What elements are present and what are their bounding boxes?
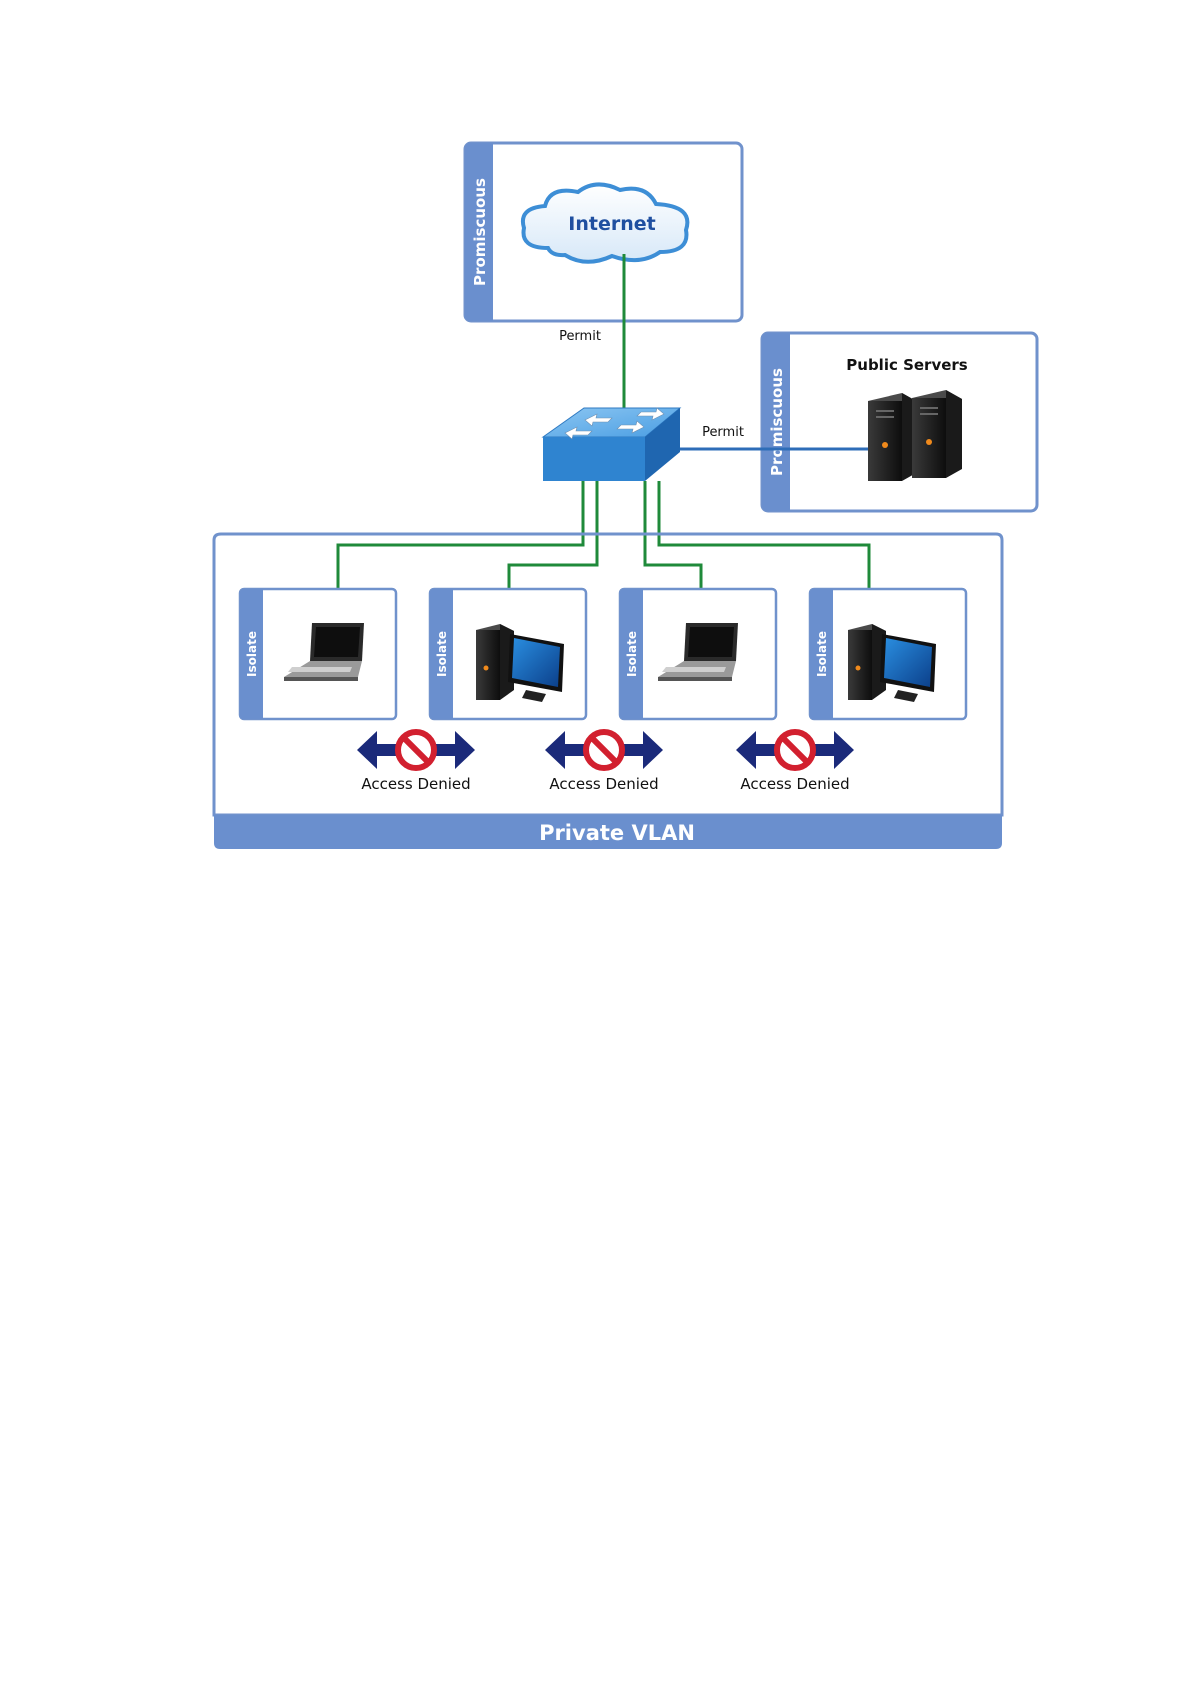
internet-zone: Promiscuous Internet bbox=[465, 143, 742, 321]
internet-cloud-label: Internet bbox=[568, 213, 655, 235]
prohibited-icon bbox=[777, 732, 813, 768]
access-denied-label: Access Denied bbox=[361, 775, 470, 793]
internet-permit-label: Permit bbox=[559, 329, 601, 344]
access-denied-indicator: Access Denied bbox=[545, 731, 663, 793]
isolate-label: Isolate bbox=[625, 631, 639, 677]
internet-zone-side-label: Promiscuous bbox=[471, 178, 489, 286]
access-denied-label: Access Denied bbox=[549, 775, 658, 793]
isolate-label: Isolate bbox=[245, 631, 259, 677]
server-zone-side-label: Promiscuous bbox=[768, 368, 786, 476]
server-zone-title: Public Servers bbox=[846, 356, 968, 374]
prohibited-icon bbox=[586, 732, 622, 768]
isolate-label: Isolate bbox=[815, 631, 829, 677]
server-tower-icon bbox=[868, 393, 918, 481]
server-tower-icon bbox=[912, 390, 962, 478]
network-switch-icon bbox=[543, 408, 680, 481]
server-zone: Promiscuous Public Servers bbox=[762, 333, 1037, 511]
private-vlan-title: Private VLAN bbox=[539, 821, 695, 845]
isolate-label: Isolate bbox=[435, 631, 449, 677]
access-denied-indicator: Access Denied bbox=[357, 731, 475, 793]
server-permit-label: Permit bbox=[702, 425, 744, 440]
access-denied-indicator: Access Denied bbox=[736, 731, 854, 793]
access-denied-label: Access Denied bbox=[740, 775, 849, 793]
prohibited-icon bbox=[398, 732, 434, 768]
